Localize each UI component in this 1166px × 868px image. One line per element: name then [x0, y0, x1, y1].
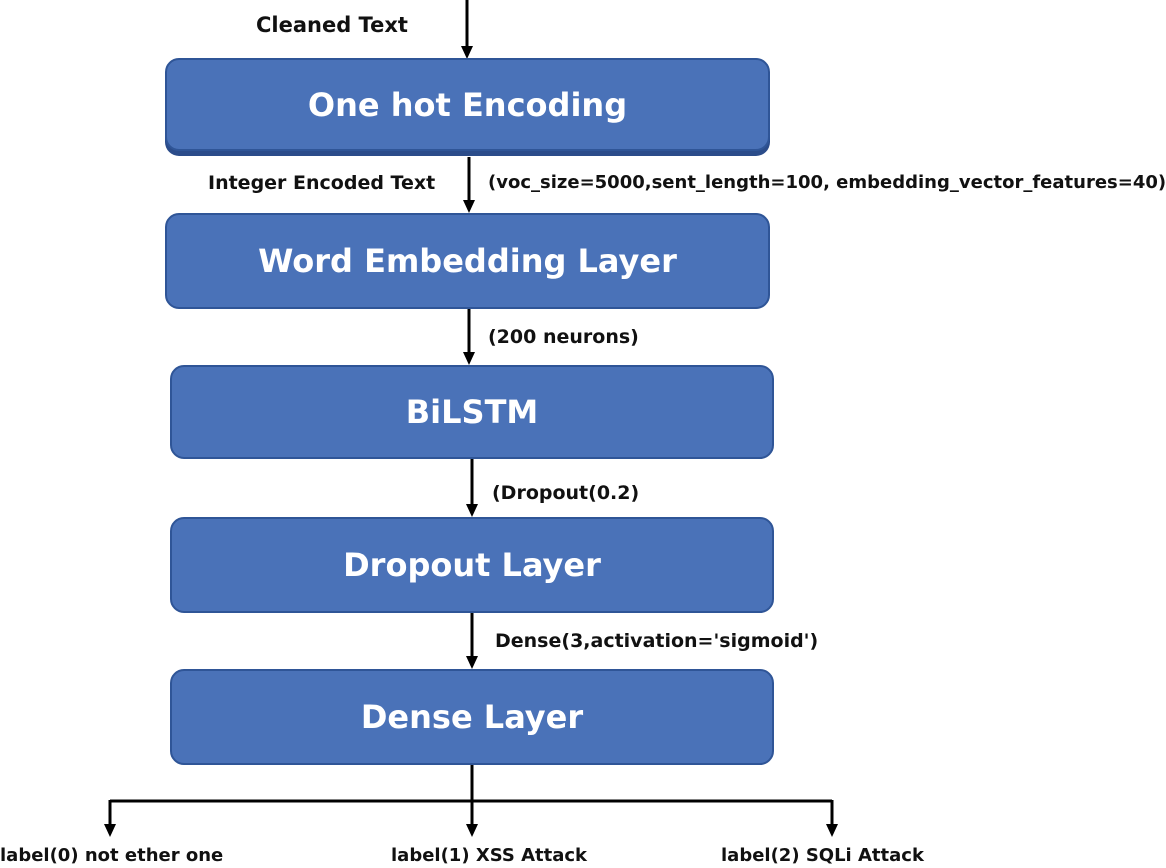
arrowhead — [826, 824, 838, 837]
arrowhead — [461, 46, 473, 59]
word-embedding-layer-node: Word Embedding Layer — [165, 213, 770, 309]
output-label-1: label(1) XSS Attack — [391, 845, 588, 866]
input-label: Cleaned Text — [256, 13, 408, 37]
arrowhead — [463, 352, 475, 365]
bilstm-node: BiLSTM — [170, 365, 774, 459]
arrowhead — [466, 504, 478, 517]
dense-params-label: Dense(3,activation='sigmoid') — [495, 630, 819, 652]
dropout-rate-label: (Dropout(0.2) — [492, 482, 640, 504]
integer-encoded-text-label: Integer Encoded Text — [208, 172, 436, 194]
arrowhead — [466, 656, 478, 669]
output-label-0: label(0) not ether one — [0, 845, 224, 866]
one-hot-encoding-node: One hot Encoding — [165, 58, 770, 151]
arrowhead — [463, 200, 475, 213]
dropout-layer-node: Dropout Layer — [170, 517, 774, 613]
dense-layer-node: Dense Layer — [170, 669, 774, 765]
arrowhead — [466, 824, 478, 837]
neurons-label: (200 neurons) — [488, 326, 639, 348]
arrowhead — [104, 824, 116, 837]
output-label-2: label(2) SQLi Attack — [721, 845, 924, 866]
embedding-params-label: (voc_size=5000,sent_length=100, embeddin… — [488, 172, 1166, 193]
